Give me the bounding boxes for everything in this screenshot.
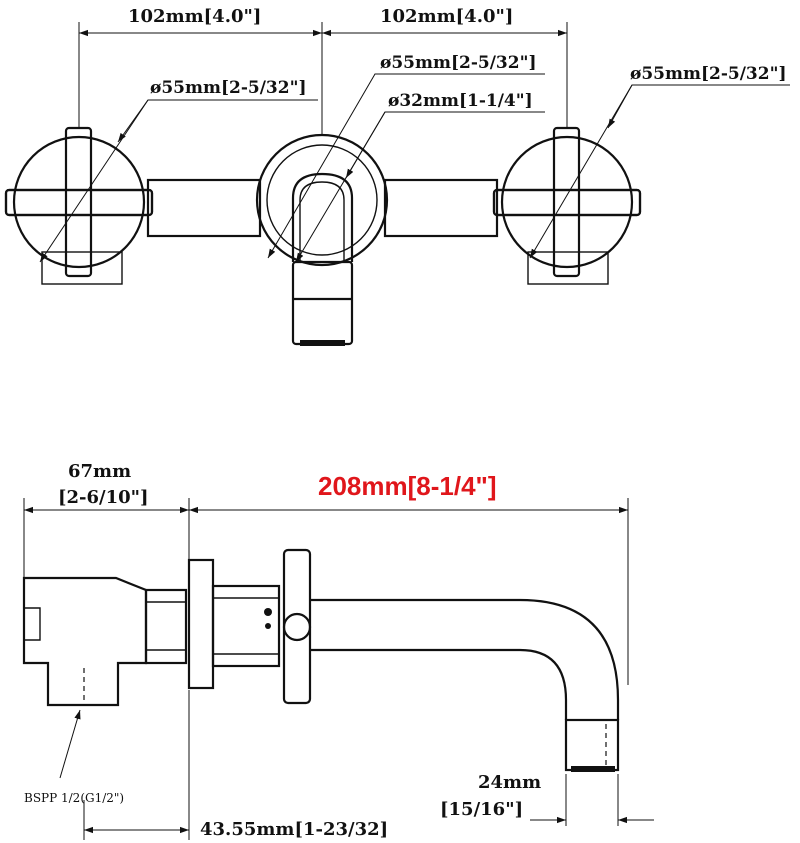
- outlet-size-in-label: [15/16"]: [440, 799, 523, 820]
- left-handle-diameter-label: ø55mm[2-5/32"]: [150, 78, 307, 98]
- front-view: 102mm[4.0"] 102mm[4.0"]: [4, 6, 790, 346]
- spout-side: [310, 598, 620, 772]
- body-depth-mm-label: 67mm: [68, 461, 131, 482]
- left-cross-handle: [4, 126, 154, 285]
- spout-length-label: 208mm[8-1/4"]: [318, 471, 497, 501]
- valve-body: [22, 576, 188, 707]
- side-cross-handle: [282, 548, 312, 705]
- right-handle-diameter-label: ø55mm[2-5/32"]: [630, 64, 787, 84]
- right-cross-handle: [492, 126, 642, 285]
- wall-flange: [187, 558, 215, 690]
- wall-offset-label: 43.55mm[1-23/32]: [200, 819, 388, 840]
- side-view: 67mm [2-6/10"] 208mm[8-1/4"]: [22, 461, 654, 840]
- body-depth-in-label: [2-6/10"]: [58, 487, 149, 508]
- cartridge-block: [211, 584, 281, 668]
- spout-escutcheon: [255, 133, 389, 346]
- spout-inner-diameter-label: ø32mm[1-1/4"]: [388, 91, 533, 111]
- spacing-right-label: 102mm[4.0"]: [380, 6, 513, 27]
- spout-diameter-label: ø55mm[2-5/32"]: [380, 53, 537, 73]
- thread-label: BSPP 1/2(G1/2"): [24, 791, 124, 805]
- outlet-size-mm-label: 24mm: [478, 772, 541, 793]
- spacing-left-label: 102mm[4.0"]: [128, 6, 261, 27]
